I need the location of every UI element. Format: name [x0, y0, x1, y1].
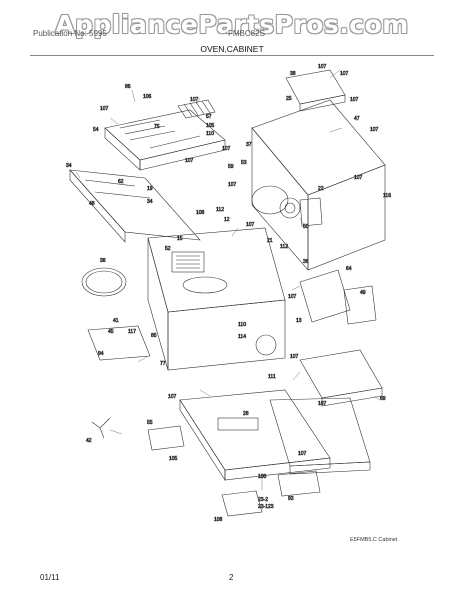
- leader-lines: [75, 69, 381, 490]
- callout-label: 94: [98, 351, 104, 357]
- callout-label: 13: [296, 318, 302, 324]
- callout-label: 117: [128, 329, 136, 335]
- callout-label: 34: [66, 163, 72, 169]
- callout-label: 116: [383, 193, 391, 199]
- callout-label: 85: [151, 333, 157, 339]
- door-frame-strip: [69, 169, 201, 243]
- callout-label: 105: [258, 474, 267, 480]
- callout-label: 34: [147, 199, 153, 205]
- callout-label: 110: [206, 131, 214, 137]
- callout-label: 57: [206, 114, 212, 120]
- callout-label: 23-1: [258, 504, 268, 510]
- callout-label: 107: [228, 182, 237, 188]
- callout-label: 105: [206, 123, 215, 129]
- callout-label: 105: [169, 456, 178, 462]
- page-number: 2: [229, 573, 234, 582]
- callout-label: 107: [340, 71, 349, 77]
- callout-label: 49: [360, 290, 366, 296]
- callout-label: 107: [318, 64, 327, 70]
- callout-label: 108: [214, 517, 223, 523]
- blower-fan: [251, 185, 323, 227]
- callout-label: 37: [246, 142, 252, 148]
- callout-label: 107: [370, 127, 379, 133]
- callout-label: 47: [354, 116, 360, 122]
- callout-label: 54: [93, 127, 99, 133]
- callout-label: 23: [268, 504, 274, 510]
- callout-label: 36: [303, 259, 309, 265]
- callout-label: 75: [154, 124, 160, 130]
- callout-label: 48: [89, 201, 95, 207]
- header-divider: [30, 55, 434, 56]
- grease-filters: [147, 425, 321, 517]
- callout-label: 52: [165, 246, 171, 252]
- callout-label: 64: [346, 266, 352, 272]
- outer-cabinet: [251, 69, 386, 271]
- callout-label: 15: [177, 236, 183, 242]
- callout-label: 110: [238, 322, 246, 328]
- callout-label: 108: [196, 210, 205, 216]
- callout-label: 107: [318, 401, 327, 407]
- callout-label: 53: [241, 160, 247, 166]
- callout-label: 69: [380, 396, 386, 402]
- callout-label: 42: [86, 438, 92, 444]
- section-title: OVEN,CABINET: [200, 44, 264, 54]
- callout-label: 107: [288, 294, 297, 300]
- callout-labels: 86 106 107 54 75 107 57 105 110 107 34 6…: [66, 64, 392, 524]
- stirrer-blade: [91, 417, 111, 439]
- footer-date: 01/11: [40, 573, 60, 582]
- callout-label: 59: [228, 164, 234, 170]
- callout-label: 25: [286, 96, 292, 102]
- callout-label: 86: [125, 84, 131, 90]
- callout-label: 77: [160, 361, 166, 367]
- callout-label: 38: [290, 71, 296, 77]
- callout-label: 112: [280, 244, 288, 250]
- callout-label: 19: [147, 186, 153, 192]
- callout-label: 12: [224, 217, 230, 223]
- callout-label: 107: [100, 106, 109, 112]
- callout-label: 114: [238, 334, 246, 340]
- bottom-plate: [179, 389, 331, 482]
- callout-label: 21: [267, 238, 273, 244]
- callout-label: 107: [298, 451, 307, 457]
- turntable-ring: [81, 267, 127, 297]
- callout-label: 41: [113, 318, 119, 324]
- callout-label: 107: [350, 97, 359, 103]
- callout-label: 111: [268, 374, 276, 380]
- figure-code: E5FMB5.C Cabinet: [350, 537, 398, 543]
- callout-label: 107: [354, 175, 363, 181]
- callout-label: 107: [222, 146, 231, 152]
- top-vent-assembly: [104, 109, 226, 171]
- callout-label: 50: [303, 224, 309, 230]
- waveguide-parts: [255, 269, 383, 407]
- oven-cavity: [147, 227, 286, 371]
- callout-label: 106: [143, 94, 152, 100]
- callout-label: 23-2: [258, 497, 268, 503]
- bottom-rail: [269, 397, 371, 475]
- callout-label: 93: [288, 496, 294, 502]
- callout-label: 112: [216, 207, 224, 213]
- control-board: [177, 99, 216, 119]
- callout-label: 107: [246, 222, 255, 228]
- callout-label: 107: [290, 354, 299, 360]
- model-number: FMBC82S: [228, 29, 265, 38]
- watermark: AppliancePartsPros.com: [55, 10, 409, 39]
- publication-label: Publication No: 5995: [33, 29, 107, 38]
- callout-label: 107: [190, 97, 199, 103]
- callout-label: 22: [318, 186, 324, 192]
- callout-label: 28: [243, 411, 249, 417]
- callout-label: 38: [100, 258, 106, 264]
- glass-tray: [87, 325, 151, 361]
- callout-label: 45: [108, 329, 114, 335]
- callout-label: 55: [147, 420, 153, 426]
- callout-label: 107: [168, 394, 177, 400]
- callout-label: 107: [185, 158, 194, 164]
- callout-label: 62: [118, 179, 124, 185]
